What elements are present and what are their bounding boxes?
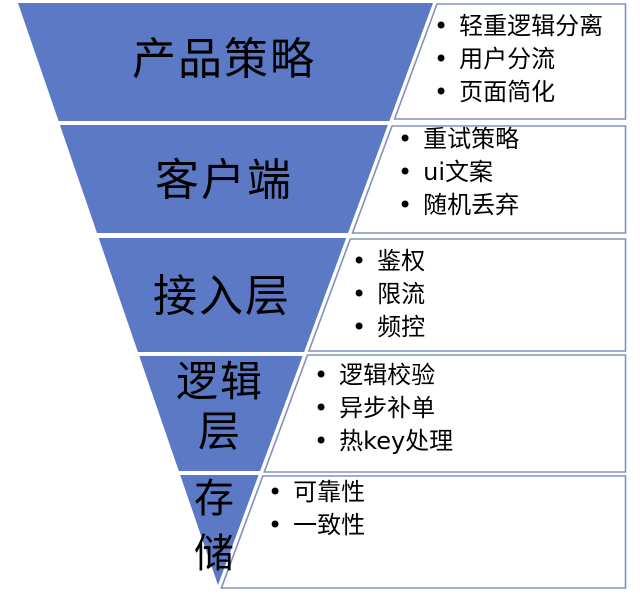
list-item-text: 鉴权: [377, 247, 426, 275]
list-item-text: 异步补单: [339, 394, 436, 422]
bullet-icon: •: [314, 361, 329, 389]
funnel-layer-shape-1: [18, 3, 433, 121]
list-item-text: ui文案: [423, 158, 494, 186]
bullet-icon: •: [434, 78, 449, 106]
layer-items-logic-layer: • 逻辑校验 • 异步补单 • 热key处理: [314, 359, 453, 458]
item-box-5: [220, 475, 627, 589]
bullet-icon: •: [398, 158, 413, 186]
item-box-2: [351, 125, 627, 234]
layer-label-client: 客户端: [155, 155, 293, 206]
list-item: • 鉴权: [352, 245, 425, 278]
bullet-icon: •: [398, 125, 413, 153]
list-item: • ui文案: [398, 156, 519, 189]
bullet-icon: •: [434, 45, 449, 73]
list-item: • 重试策略: [398, 123, 519, 156]
funnel-layer-shape-5: [180, 475, 259, 585]
bullet-icon: •: [314, 394, 329, 422]
list-item: • 一致性: [268, 509, 365, 542]
list-item-text: 热key处理: [339, 427, 454, 455]
layer-items-product-strategy: • 轻重逻辑分离 • 用户分流 • 页面简化: [434, 10, 603, 109]
list-item: • 限流: [352, 278, 425, 311]
bullet-icon: •: [268, 511, 283, 539]
list-item-text: 可靠性: [293, 478, 366, 506]
list-item-text: 频控: [377, 313, 426, 341]
list-item: • 热key处理: [314, 425, 453, 458]
list-item: • 用户分流: [434, 43, 603, 76]
funnel-layer-shape-2: [59, 125, 388, 233]
list-item: • 页面简化: [434, 76, 603, 109]
item-box-4: [263, 354, 627, 473]
list-item: • 轻重逻辑分离: [434, 10, 603, 43]
bullet-icon: •: [352, 313, 367, 341]
bullet-icon: •: [434, 12, 449, 40]
layer-label-access-layer: 接入层: [153, 271, 291, 322]
layer-label-logic-layer: 逻辑层: [175, 357, 264, 456]
bullet-icon: •: [268, 478, 283, 506]
list-item: • 频控: [352, 311, 425, 344]
list-item-text: 一致性: [293, 511, 366, 539]
list-item: • 可靠性: [268, 476, 365, 509]
list-item: • 逻辑校验: [314, 359, 453, 392]
list-item-text: 逻辑校验: [339, 361, 436, 389]
list-item-text: 重试策略: [423, 125, 520, 153]
layer-items-storage: • 可靠性 • 一致性: [268, 476, 365, 542]
bullet-icon: •: [314, 427, 329, 455]
layer-items-access-layer: • 鉴权 • 限流 • 频控: [352, 245, 425, 344]
list-item-text: 限流: [377, 280, 426, 308]
bullet-icon: •: [352, 280, 367, 308]
item-box-3: [307, 238, 627, 352]
funnel-layer-shape-3: [98, 238, 347, 352]
list-item: • 随机丢弃: [398, 189, 519, 222]
layer-items-client: • 重试策略 • ui文案 • 随机丢弃: [398, 123, 519, 222]
layer-label-storage: 存储: [194, 476, 234, 577]
list-item-text: 随机丢弃: [423, 191, 520, 219]
bullet-icon: •: [352, 247, 367, 275]
list-item-text: 轻重逻辑分离: [459, 12, 604, 40]
list-item-text: 用户分流: [459, 45, 556, 73]
list-item: • 异步补单: [314, 392, 453, 425]
list-item-text: 页面简化: [459, 78, 556, 106]
bullet-icon: •: [398, 191, 413, 219]
item-box-1: [393, 3, 627, 120]
layer-label-product-strategy: 产品策略: [132, 34, 316, 85]
funnel-layer-shape-4: [139, 356, 303, 471]
